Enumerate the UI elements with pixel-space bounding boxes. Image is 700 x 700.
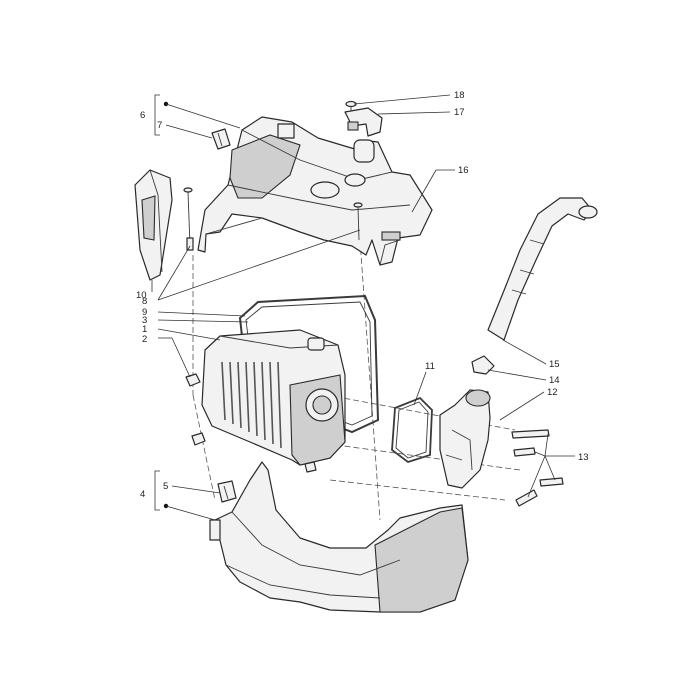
callout-17: 17 [454,107,465,118]
callout-14: 14 [549,375,560,386]
callout-15: 15 [549,359,560,370]
bolt-lower-left [191,432,206,446]
callout-3: 3 [142,315,147,326]
long-screw-left [183,187,194,251]
long-screw-right [353,202,363,241]
upper-cover-part [197,116,433,266]
bolt-set-part-13 [511,429,564,507]
callout-5: 5 [163,481,168,492]
clip-part-5 [217,480,237,503]
callout-18: 18 [454,90,465,101]
bolt-lower-mid [304,461,317,473]
callout-8: 8 [142,296,147,307]
callout-10: 10 [136,290,147,301]
callout-9: 9 [142,307,147,318]
callout-16: 16 [458,165,469,176]
callout-11: 11 [425,361,435,372]
callout-6: 6 [140,110,145,121]
callout-1: 1 [142,324,147,335]
side-panel-part-10 [134,169,173,281]
callout-13: 13 [578,452,589,463]
leader-lines [151,94,575,521]
callout-4: 4 [140,489,145,500]
callout-7: 7 [157,120,162,131]
cylinder-head-cover-part-1 [201,329,346,466]
callout-labels: 1 2 3 4 5 6 7 8 9 10 11 12 13 14 15 16 1… [136,90,589,500]
oring-part-11 [391,396,433,463]
coolant-hose-part-15 [487,197,598,341]
nut-part-2 [185,373,201,387]
thermostat-housing-part-12 [439,389,491,489]
bracket-part-17 [344,107,383,137]
callout-12: 12 [547,387,558,398]
clip-part-7 [211,128,231,150]
cooling-fins [221,361,282,449]
callout-2: 2 [142,334,147,345]
hose-clamp-part-14 [471,355,495,375]
lower-shroud-part-4 [209,461,469,613]
